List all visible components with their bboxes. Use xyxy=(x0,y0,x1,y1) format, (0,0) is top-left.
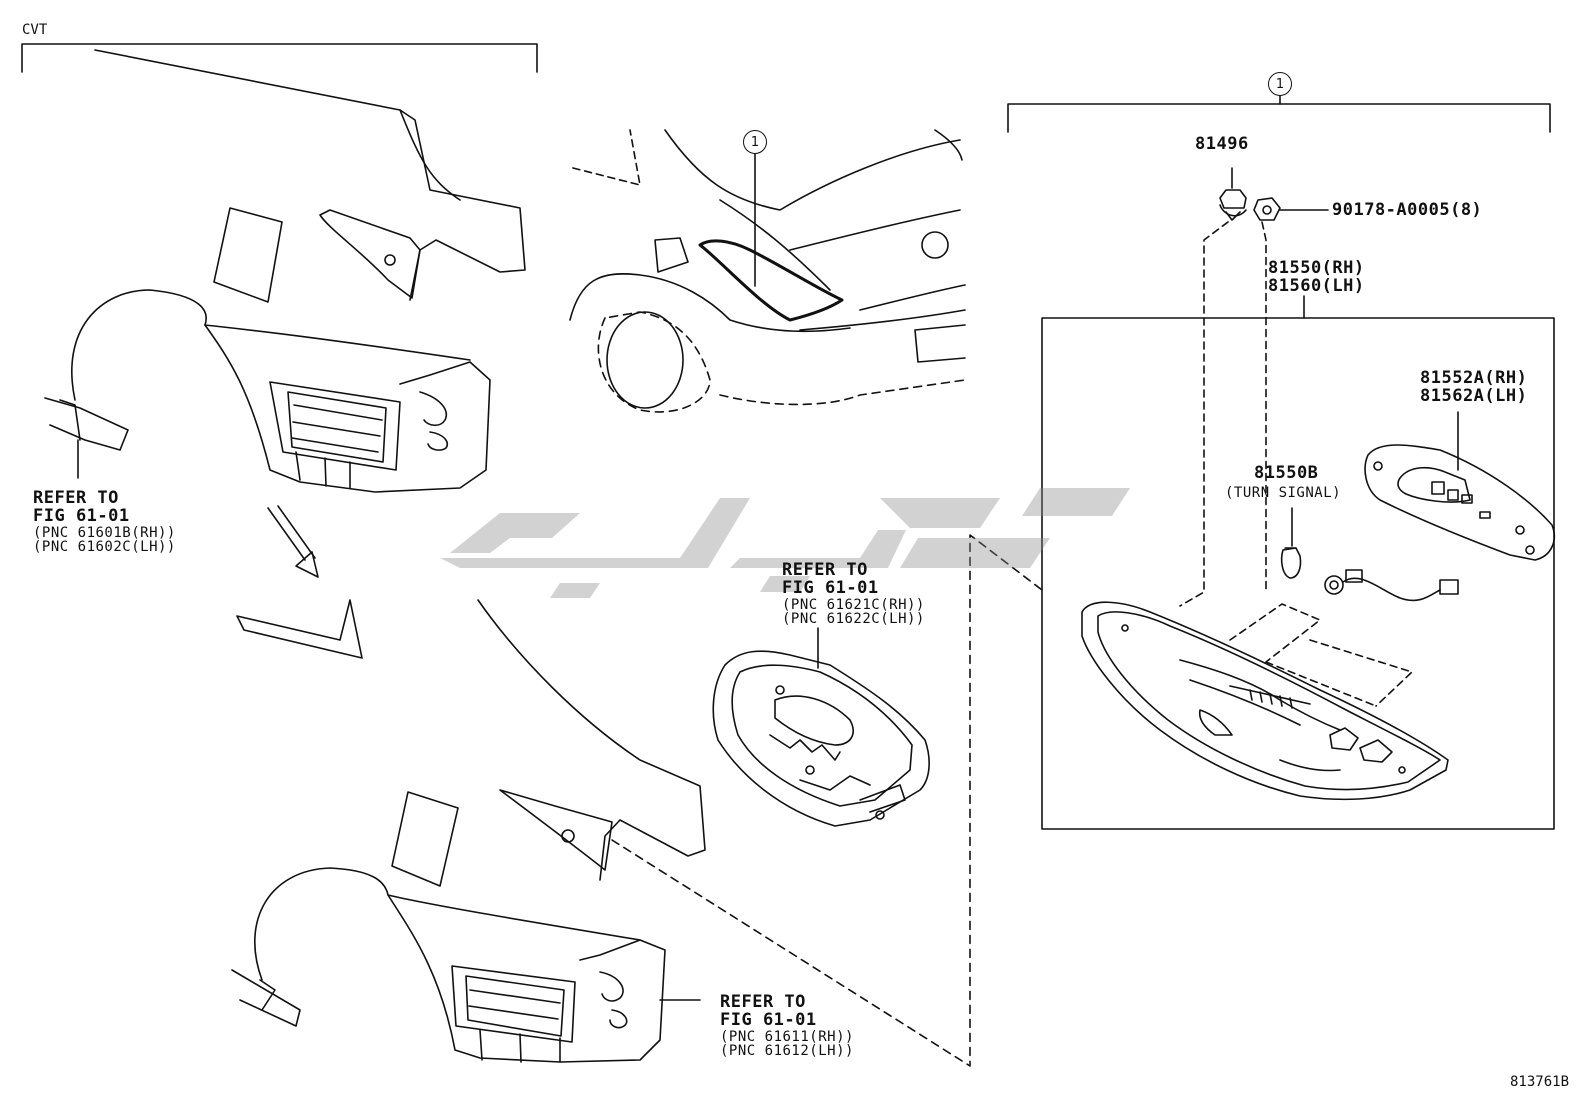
diagram-id: 813761B xyxy=(1510,1074,1570,1090)
part-housing-lh: 81562A(LH) xyxy=(1420,385,1528,406)
projection-lines xyxy=(1229,603,1413,707)
nut-90178-icon xyxy=(1253,197,1281,221)
callout-marker-car: 1 xyxy=(743,130,767,154)
part-bulb-number: 81550B xyxy=(1254,463,1319,483)
ref-3-pnc-rh: (PNC 61611(RH)) xyxy=(720,1028,854,1045)
ref-3-pnc-lh: (PNC 61612(LH)) xyxy=(720,1043,854,1060)
socket-wire-icon xyxy=(1324,569,1459,602)
upper-quarter-panel xyxy=(44,49,526,493)
direction-arrow xyxy=(267,505,319,578)
ref-2-fig: FIG 61-01 xyxy=(782,577,879,598)
part-bulb-note: (TURN SIGNAL) xyxy=(1225,485,1342,501)
ref-2-pnc-lh: (PNC 61622C(LH)) xyxy=(782,611,925,628)
ref-2-title: REFER TO xyxy=(782,560,868,580)
ref-block-3: REFER TO FIG 61-01 (PNC 61611(RH)) (PNC … xyxy=(720,992,854,1060)
part-housing-numbers: 81552A(RH) 81562A(LH) xyxy=(1420,368,1528,406)
ref-1-pnc-lh: (PNC 61602C(LH)) xyxy=(33,539,176,556)
part-lamp-assy-numbers: 81550(RH) 81560(LH) xyxy=(1268,258,1365,296)
ref-block-1: REFER TO FIG 61-01 (PNC 61601B(RH)) (PNC… xyxy=(33,488,176,556)
part-lamp-assy-lh: 81560(LH) xyxy=(1268,275,1365,296)
part-housing-rh: 81552A(RH) xyxy=(1420,368,1528,388)
rear-combination-lamp-icon xyxy=(1081,601,1449,801)
lamp-location-leader xyxy=(611,534,1043,1067)
part-clip-number: 81496 xyxy=(1195,134,1249,154)
nut-dashed-leader xyxy=(1261,221,1267,593)
part-lamp-assy-rh: 81550(RH) xyxy=(1268,258,1365,278)
ref-1-fig: FIG 61-01 xyxy=(33,505,130,526)
ref-3-fig: FIG 61-01 xyxy=(720,1009,817,1030)
lamp-housing-icon xyxy=(1364,444,1556,561)
cvt-bracket xyxy=(21,43,538,73)
lower-quarter-panel xyxy=(231,599,706,1063)
callout-bracket xyxy=(1007,103,1551,133)
bulb-icon xyxy=(1280,547,1302,579)
clip-dashed-leader xyxy=(1179,221,1229,607)
ref-2-pnc-rh: (PNC 61621C(RH)) xyxy=(782,596,925,613)
section-tag: CVT xyxy=(22,22,48,38)
part-nut-number: 90178-A0005(8) xyxy=(1332,200,1483,220)
clip-81496-icon xyxy=(1219,189,1247,221)
ref-3-title: REFER TO xyxy=(720,992,806,1012)
lamp-bracket xyxy=(712,650,930,827)
lamp-assy-box xyxy=(1041,317,1555,830)
ref-1-pnc-rh: (PNC 61601B(RH)) xyxy=(33,524,176,541)
ref-1-title: REFER TO xyxy=(33,488,119,508)
car-front-view xyxy=(569,129,966,413)
callout-marker-top: 1 xyxy=(1268,72,1292,96)
ref-block-2: REFER TO FIG 61-01 (PNC 61621C(RH)) (PNC… xyxy=(782,560,925,628)
